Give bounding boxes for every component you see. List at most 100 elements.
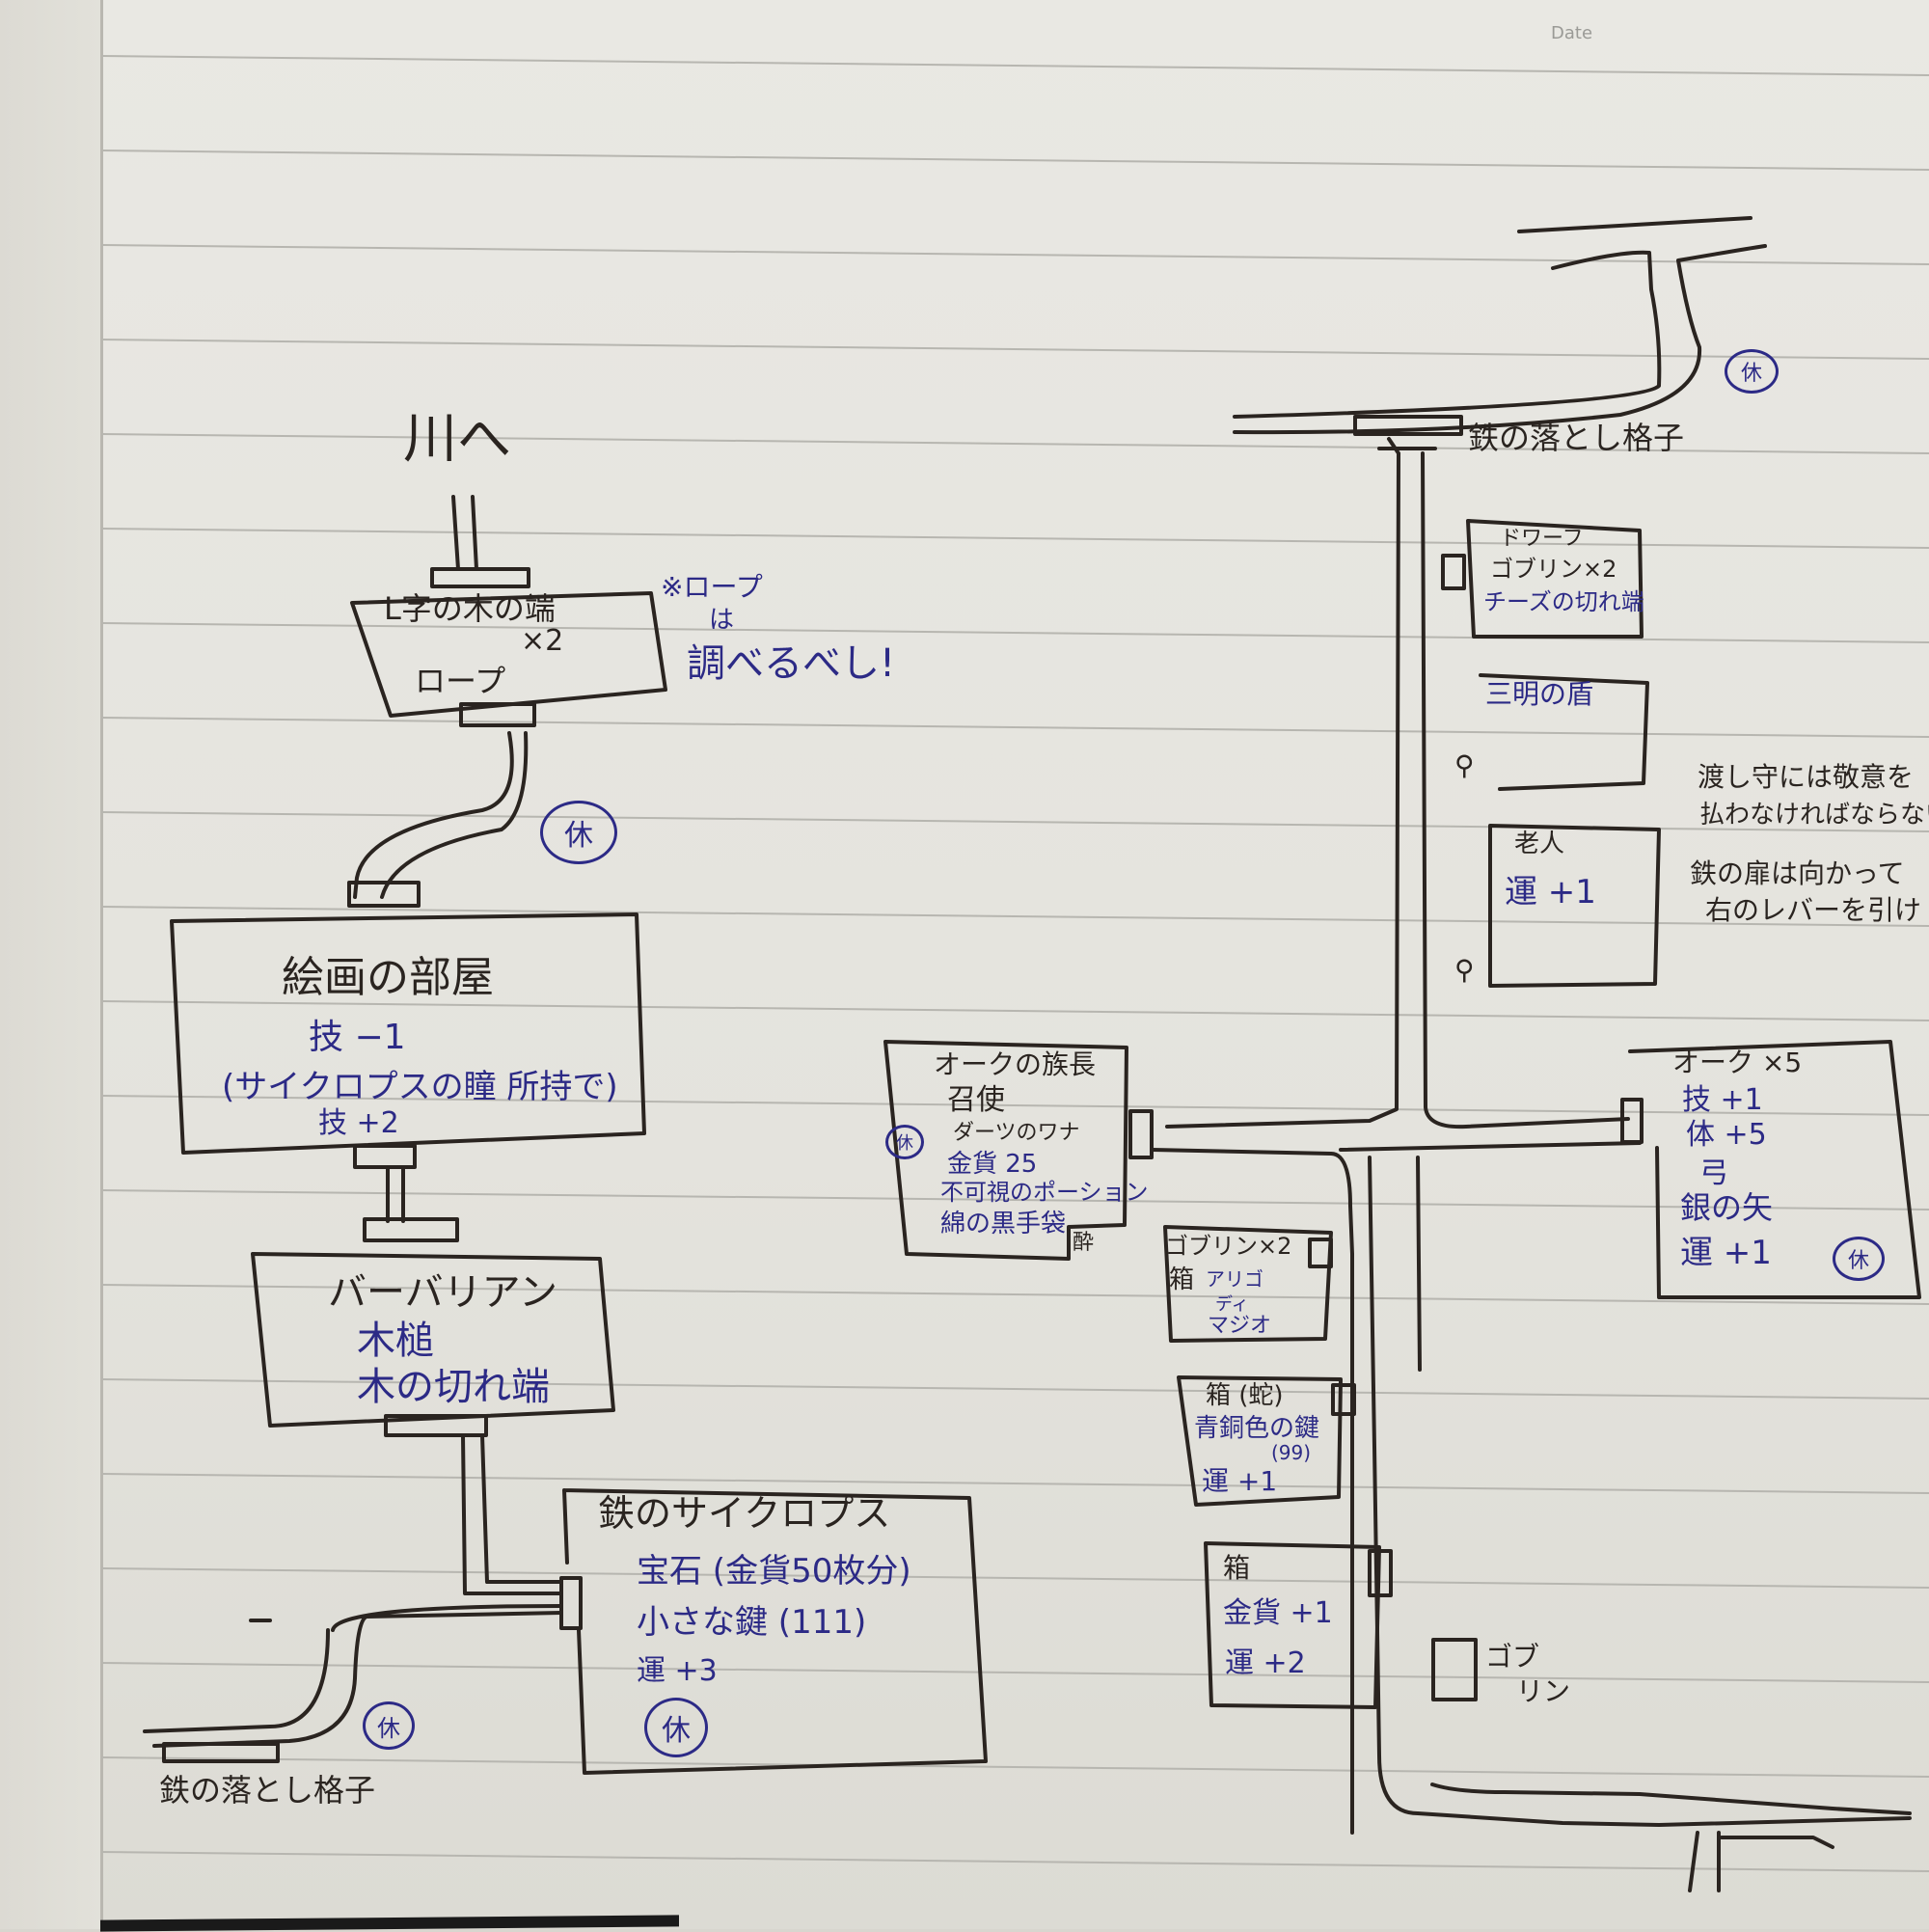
hint-note-line-3: 鉄の扉は向かって (1690, 857, 1905, 889)
door-painting-top (347, 881, 421, 908)
ruled-line (101, 1756, 1929, 1778)
old-man-room-line-2: 運 +1 (1505, 873, 1596, 912)
orc-room-wall (1628, 1040, 1921, 1299)
shield-room-line-1: 三明の盾 (1485, 678, 1594, 710)
ruled-line (101, 622, 1929, 643)
door-orc (1620, 1098, 1644, 1144)
door-barbarian-top (363, 1217, 459, 1242)
goblin-room-wall (1163, 1225, 1333, 1343)
orc-chief-line-3: ダーツのワナ (953, 1121, 1080, 1145)
ruled-line (101, 1189, 1929, 1211)
corridor-painting-barbarian (386, 1165, 405, 1223)
rest-icon: 休 (885, 1125, 924, 1159)
ruled-line (101, 244, 1929, 265)
ruled-line (101, 906, 1929, 927)
door-top (430, 567, 530, 588)
hint-note-line-1: 渡し守には敬意を (1698, 761, 1915, 793)
old-man-room-line-1: 老人 (1514, 830, 1565, 858)
ruled-line (101, 339, 1929, 360)
box-room-line-3: 運 +2 (1225, 1646, 1306, 1680)
dwarf-room-wall (1466, 519, 1644, 639)
ruled-line (101, 1567, 1929, 1589)
goblin-room-line-4: ディ (1215, 1294, 1249, 1315)
rope-note-line-2: は (709, 606, 735, 635)
rest-icon: 休 (1725, 349, 1779, 394)
rest-icon: 休 (1833, 1237, 1885, 1281)
key-icon: ⚲ (1454, 954, 1475, 986)
snake-box-line-3: (99) (1271, 1441, 1312, 1464)
ruled-line (101, 1095, 1929, 1116)
shield-room-wall (1479, 673, 1649, 791)
orc-chief-line-5: 不可視のポーション (940, 1179, 1149, 1206)
ruled-line (101, 1284, 1929, 1305)
left-page-edge (0, 0, 103, 1929)
snake-box-room-wall (1177, 1375, 1343, 1507)
old-man-room-wall (1488, 824, 1661, 988)
rest-icon: 休 (540, 801, 617, 864)
goblin-label-2: リン (1516, 1675, 1571, 1707)
orc-chief-alcove-label: 酔 (1073, 1231, 1095, 1255)
orc-room-line-6: 運 +1 (1680, 1234, 1772, 1272)
barbarian-loot-1: 木槌 (357, 1319, 434, 1363)
orc-room-line-1: オーク ×5 (1672, 1047, 1803, 1078)
box-room-line-2: 金貨 +1 (1223, 1596, 1333, 1630)
ruled-line (101, 1000, 1929, 1021)
orc-room-line-3: 体 +5 (1686, 1118, 1767, 1152)
cyclops-room-wall (562, 1488, 988, 1775)
door-goblin (1308, 1238, 1333, 1268)
orc-room-line-2: 技 +1 (1682, 1083, 1763, 1117)
cyclops-loot-2: 小さな鍵 (111) (637, 1603, 867, 1642)
corridor-vertical-right (1165, 437, 1630, 1129)
rope-note-line-3: 調べるべし! (687, 641, 896, 686)
corridor-north (451, 495, 478, 571)
painting-room-effect-1: 技 −1 (309, 1018, 406, 1057)
door-top-bottom (459, 702, 536, 727)
door-portcullis-right (1353, 415, 1463, 436)
cyclops-room-title: 鉄のサイクロプス (598, 1492, 891, 1535)
orc-chief-line-6: 綿の黒手袋 (940, 1210, 1067, 1238)
top-room-item-1: L字の木の端 (384, 590, 556, 627)
orc-chief-line-4: 金貨 25 (947, 1150, 1038, 1179)
corridor-top-right (1233, 216, 1767, 435)
top-room-item-2: ロープ (415, 663, 506, 699)
ruled-line (101, 1662, 1929, 1683)
goblin-alcove (1431, 1638, 1478, 1701)
door-snake-box (1331, 1383, 1356, 1416)
painting-room-wall (170, 912, 646, 1155)
rope-note-line-1: ※ロープ (661, 571, 763, 603)
corridor-junction (143, 1433, 563, 1748)
goblin-room-line-3: アリゴ (1206, 1267, 1263, 1291)
goblin-room-line-2: 箱 (1169, 1265, 1195, 1294)
orc-chief-room-wall (883, 1040, 1128, 1261)
top-room-wall (350, 591, 667, 718)
painting-room-title: 絵画の部屋 (282, 953, 494, 1002)
corridor-center (1151, 1141, 1912, 1835)
goblin-room-line-5: マジオ (1208, 1314, 1272, 1338)
rest-icon: 休 (644, 1698, 708, 1757)
ruled-line (101, 717, 1929, 738)
ruled-line (101, 528, 1929, 549)
door-portcullis-left (162, 1742, 280, 1763)
goblin-label-1: ゴブ (1485, 1641, 1540, 1673)
orc-room-line-4: 弓 (1699, 1156, 1728, 1190)
door-barbarian-bottom (384, 1414, 488, 1437)
painting-room-effect-2: (サイクロプスの瞳 所持で) (222, 1068, 618, 1106)
hint-note-line-4: 右のレバーを引け (1705, 894, 1922, 926)
portcullis-label-right: 鉄の落とし格子 (1468, 420, 1685, 456)
portcullis-label-left: 鉄の落とし格子 (159, 1772, 376, 1809)
cyclops-loot-1: 宝石 (金貨50枚分) (637, 1552, 911, 1591)
date-label: Date (1551, 23, 1593, 43)
door-box (1368, 1549, 1393, 1597)
top-room-item-qty: ×2 (521, 624, 564, 658)
key-icon: ⚲ (1454, 749, 1475, 781)
cyclops-loot-3: 運 +3 (637, 1654, 718, 1688)
door-dwarf (1441, 554, 1466, 590)
dwarf-room-line-2: ゴブリン×2 (1490, 556, 1617, 583)
ruled-line (101, 1378, 1929, 1400)
goblin-room-line-1: ゴブリン×2 (1165, 1233, 1292, 1260)
box-room-line-1: 箱 (1223, 1552, 1251, 1584)
snake-box-line-1: 箱 (蛇) (1206, 1381, 1284, 1410)
ruled-line (101, 1473, 1929, 1494)
